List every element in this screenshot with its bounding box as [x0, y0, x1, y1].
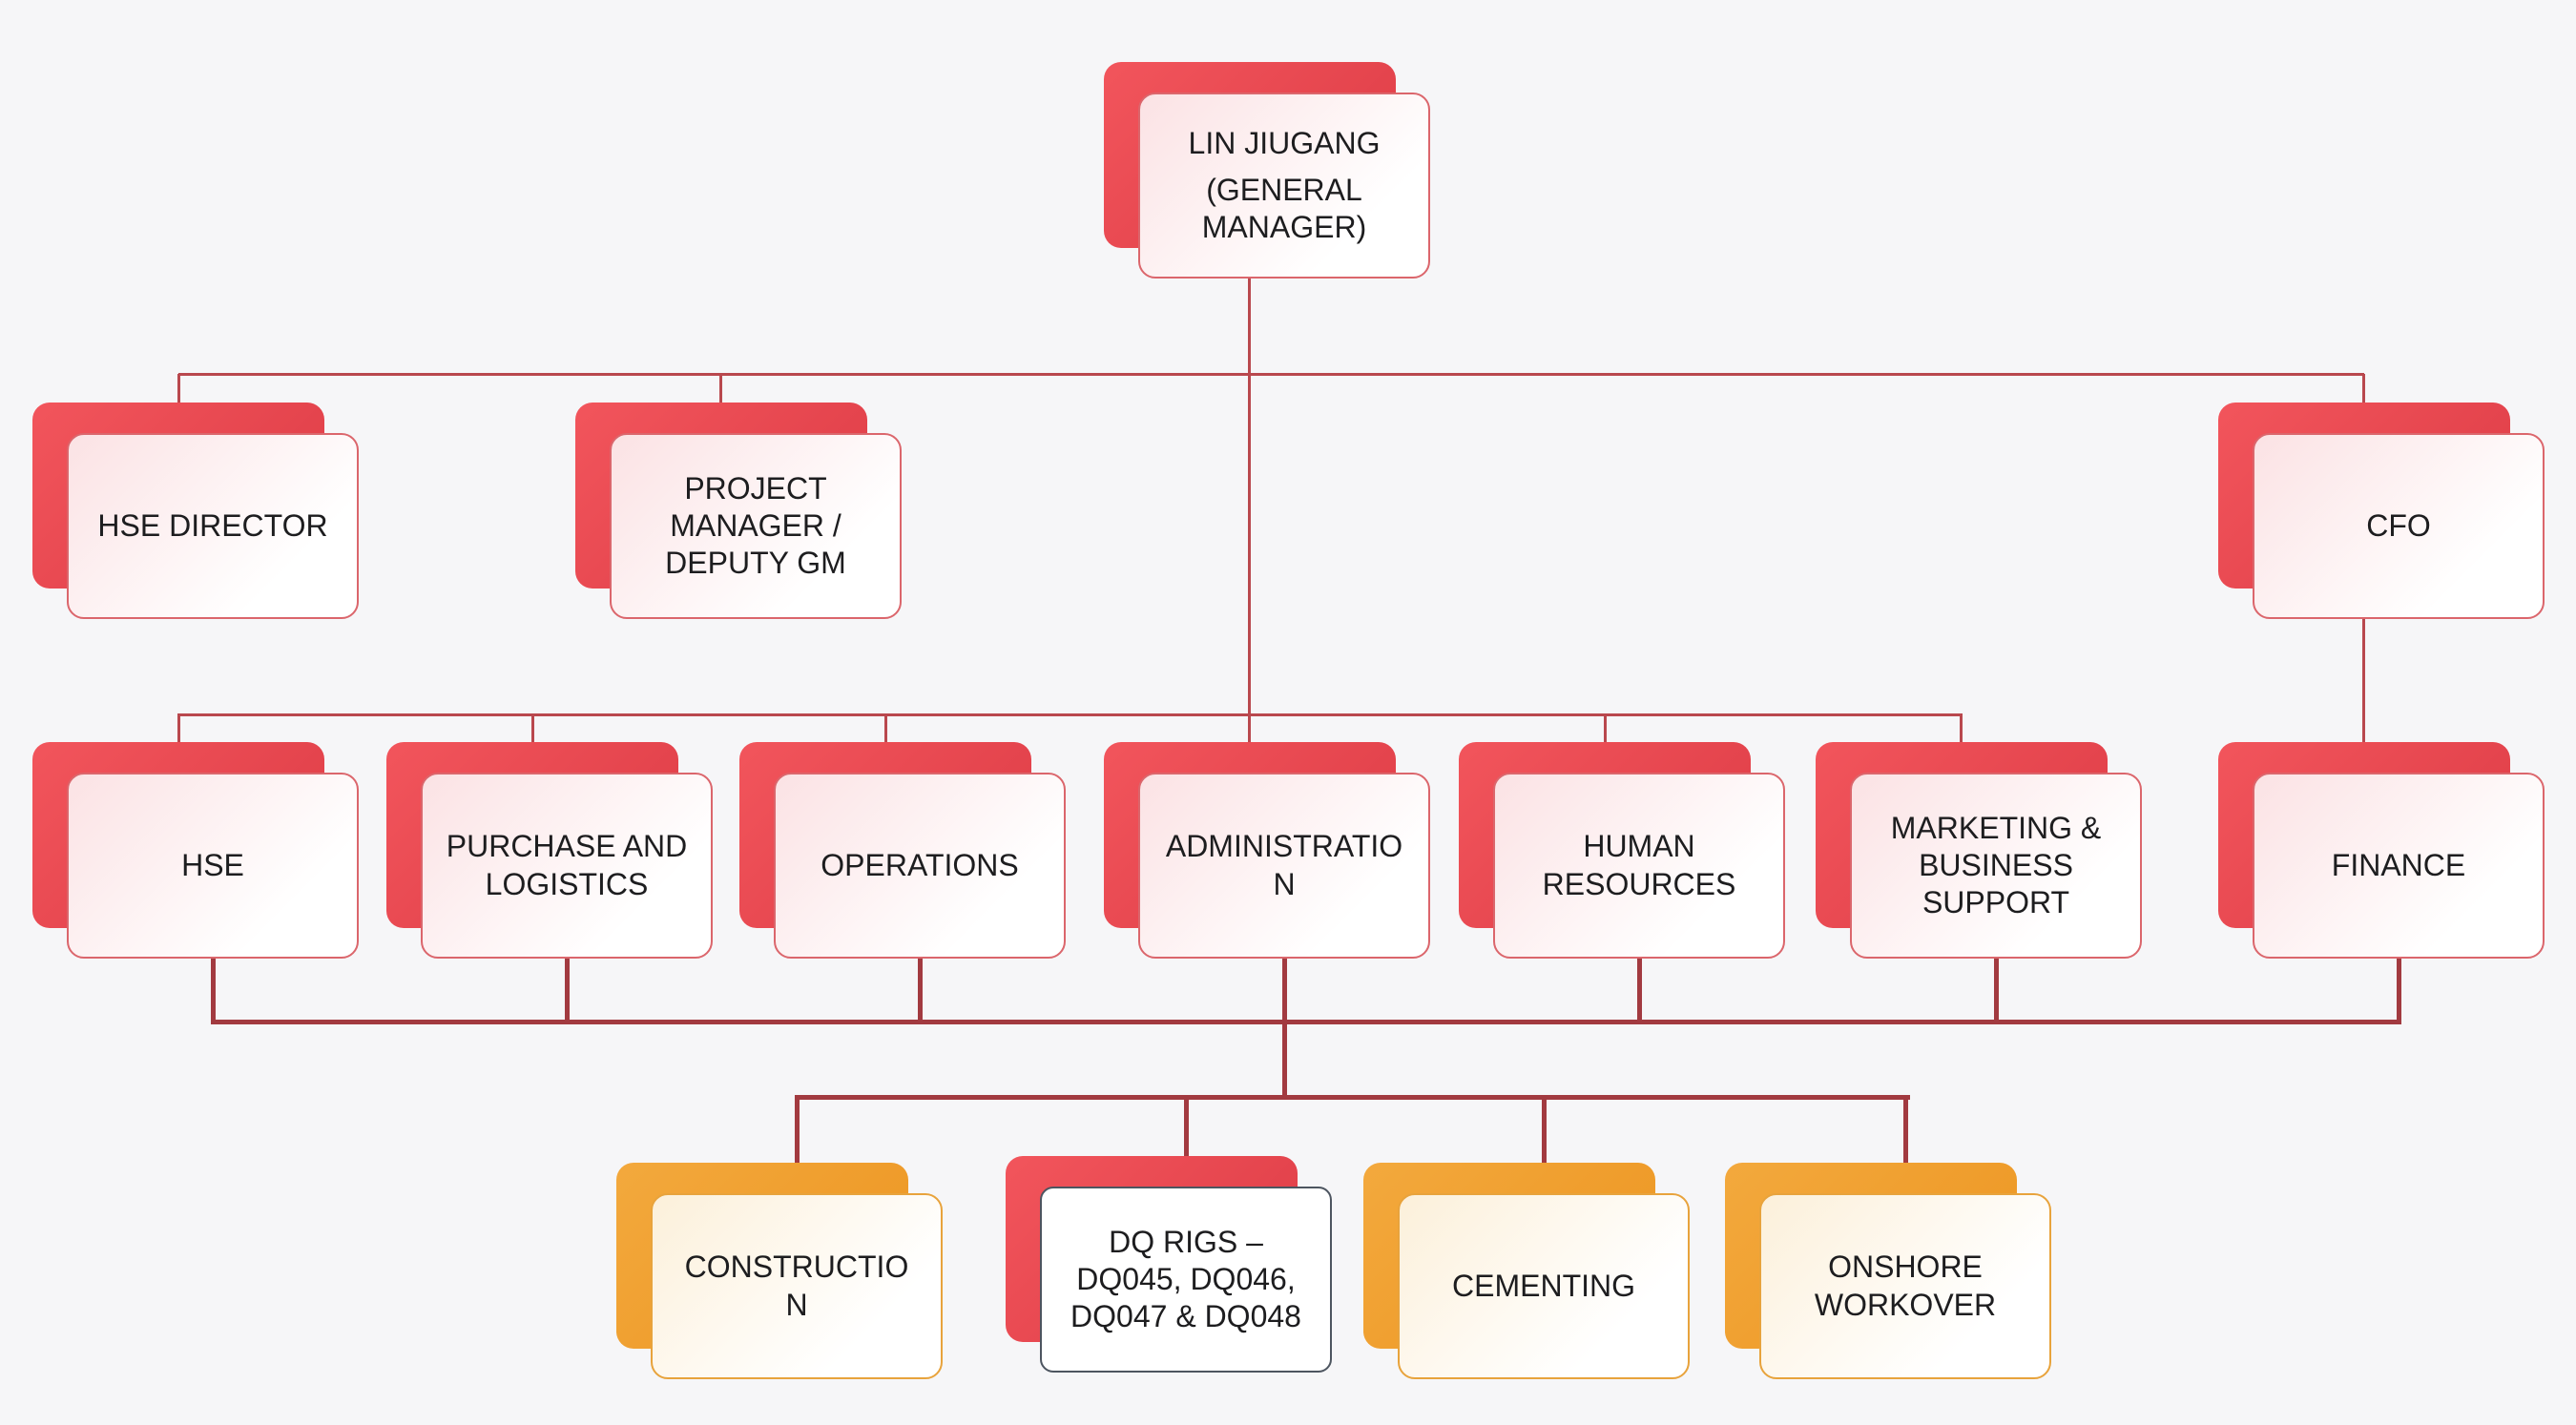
node-box: HSE — [67, 773, 359, 959]
connector-level2-bus — [178, 373, 2364, 376]
org-node-cementing[interactable]: CEMENTING — [1363, 1163, 1690, 1379]
org-node-hse[interactable]: HSE — [32, 742, 359, 959]
connector-up-finance — [2397, 957, 2401, 1023]
node-box: CEMENTING — [1398, 1193, 1690, 1379]
node-label: HSE — [181, 847, 244, 882]
org-node-human-resources[interactable]: HUMAN RESOURCES — [1459, 742, 1785, 959]
node-box: DQ RIGS – DQ045, DQ046, DQ047 & DQ048 — [1040, 1187, 1332, 1373]
connector-level3-bus — [178, 713, 1962, 716]
connector-level5-bus — [795, 1095, 1910, 1100]
connector-level4-bus — [211, 1020, 2401, 1024]
node-box: MARKETING & BUSINESS SUPPORT — [1850, 773, 2142, 959]
connector-drop-hse — [177, 713, 180, 746]
connector-up-purchase — [565, 957, 570, 1023]
connector-drop-marketing — [1960, 713, 1963, 746]
org-node-marketing-business-support[interactable]: MARKETING & BUSINESS SUPPORT — [1816, 742, 2142, 959]
connector-drop-construction — [795, 1095, 800, 1169]
node-box: PURCHASE AND LOGISTICS — [421, 773, 713, 959]
connector-drop-cementing — [1542, 1095, 1547, 1169]
org-node-construction[interactable]: CONSTRUCTION — [616, 1163, 943, 1379]
node-box: ADMINISTRATION — [1138, 773, 1430, 959]
connector-drop-cfo — [2362, 374, 2365, 406]
node-box: FINANCE — [2253, 773, 2545, 959]
node-label: CONSTRUCTION — [684, 1249, 909, 1322]
node-label: FINANCE — [2331, 847, 2466, 882]
node-label: DQ RIGS – DQ045, DQ046, DQ047 & DQ048 — [1070, 1224, 1301, 1334]
connector-up-marketing — [1994, 957, 1999, 1023]
connector-drop-onshore-workover — [1903, 1095, 1908, 1169]
connector-up-operations — [918, 957, 923, 1023]
node-label: CEMENTING — [1452, 1268, 1635, 1303]
connector-drop-project-manager — [719, 374, 722, 406]
connector-drop-operations — [884, 713, 887, 746]
node-label: PURCHASE AND LOGISTICS — [446, 829, 688, 901]
org-node-operations[interactable]: OPERATIONS — [739, 742, 1066, 959]
node-label: PROJECT MANAGER / DEPUTY GM — [665, 470, 846, 581]
node-box: ONSHORE WORKOVER — [1759, 1193, 2051, 1379]
node-box: PROJECT MANAGER / DEPUTY GM — [610, 433, 902, 619]
org-node-onshore-workover[interactable]: ONSHORE WORKOVER — [1725, 1163, 2051, 1379]
node-box: CFO — [2253, 433, 2545, 619]
connector-up-administration — [1282, 957, 1287, 1100]
connector-drop-purchase — [531, 713, 534, 746]
node-box: OPERATIONS — [774, 773, 1066, 959]
node-label: HUMAN RESOURCES — [1542, 829, 1736, 901]
node-box: HSE DIRECTOR — [67, 433, 359, 619]
node-box: CONSTRUCTION — [651, 1193, 943, 1379]
node-label: HSE DIRECTOR — [97, 507, 328, 543]
org-node-project-manager-deputy-gm[interactable]: PROJECT MANAGER / DEPUTY GM — [575, 403, 902, 619]
node-label: ADMINISTRATION — [1165, 829, 1403, 901]
connector-drop-hr — [1604, 713, 1607, 746]
org-node-dq-rigs[interactable]: DQ RIGS – DQ045, DQ046, DQ047 & DQ048 — [1006, 1156, 1332, 1373]
node-label: OPERATIONS — [821, 847, 1019, 882]
node-label: MARKETING & BUSINESS SUPPORT — [1890, 810, 2102, 920]
node-subtitle: (GENERAL MANAGER) — [1201, 172, 1367, 245]
node-title: LIN JIUGANG — [1188, 125, 1381, 160]
connector-up-hse — [211, 957, 216, 1023]
connector-gm-vertical — [1248, 279, 1251, 744]
node-box: HUMAN RESOURCES — [1493, 773, 1785, 959]
connector-drop-dq-rigs — [1184, 1095, 1189, 1169]
org-node-finance[interactable]: FINANCE — [2218, 742, 2545, 959]
org-node-lin-jiugang-general-manager[interactable]: LIN JIUGANG (GENERAL MANAGER) — [1104, 62, 1430, 279]
org-node-cfo[interactable]: CFO — [2218, 403, 2545, 619]
node-label: ONSHORE WORKOVER — [1814, 1249, 1997, 1322]
org-node-purchase-and-logistics[interactable]: PURCHASE AND LOGISTICS — [386, 742, 713, 959]
connector-cfo-finance — [2362, 619, 2365, 746]
connector-up-hr — [1637, 957, 1642, 1023]
node-box: LIN JIUGANG (GENERAL MANAGER) — [1138, 93, 1430, 279]
org-node-administration[interactable]: ADMINISTRATION — [1104, 742, 1430, 959]
node-label: CFO — [2366, 507, 2431, 543]
connector-drop-hse-director — [177, 374, 180, 406]
org-node-hse-director[interactable]: HSE DIRECTOR — [32, 403, 359, 619]
